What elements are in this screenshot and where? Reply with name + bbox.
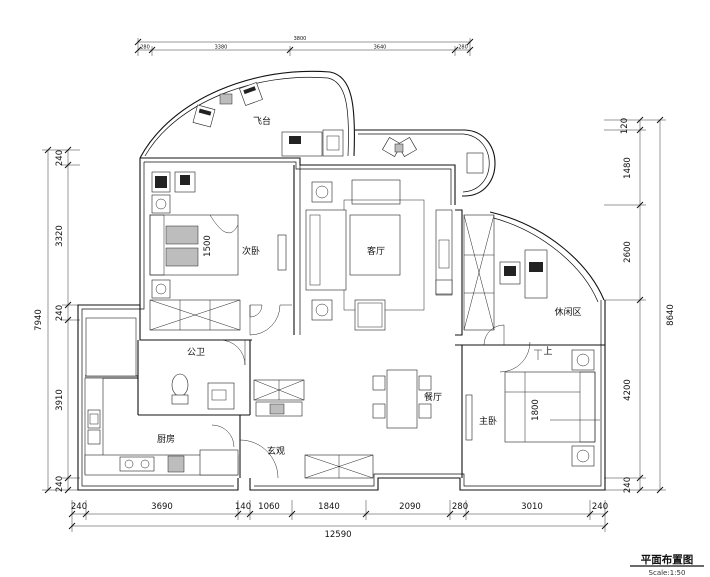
right-dimensions: 120 1480 2600 4200 240 8640 — [604, 116, 676, 494]
dim-left-4: 3910 — [55, 389, 65, 411]
tv-cabinet-living — [435, 209, 453, 296]
master-bedroom — [465, 341, 600, 467]
top-dimensions: 3800 280 3380 3640 280 — [134, 36, 474, 56]
dim-top-seg4: 280 — [458, 45, 468, 51]
dim-right-3: 2600 — [623, 241, 633, 263]
dim-bottom-5: 1840 — [318, 502, 340, 512]
dim-top-seg1: 280 — [140, 45, 150, 51]
bed-size-master: 1800 — [531, 399, 541, 421]
balcony-sink — [281, 131, 323, 157]
desk — [524, 249, 548, 299]
dim-left-2: 3320 — [55, 225, 65, 247]
room-label-living-room: 客厅 — [367, 245, 385, 257]
kitchen — [84, 377, 239, 476]
room-label-kitchen: 厨房 — [157, 433, 175, 445]
dim-bottom-9: 240 — [592, 502, 608, 512]
balcony-furniture — [192, 82, 484, 174]
dim-bottom-2: 3690 — [151, 502, 173, 512]
tv-cabinet-secondary — [277, 234, 287, 271]
bottom-dimensions: 240 3690 140 1060 1840 2090 280 3010 240… — [68, 500, 609, 540]
sofa — [305, 209, 347, 291]
dim-bottom-4: 1060 — [258, 502, 280, 512]
balcony-walls — [139, 70, 605, 303]
dining-table — [386, 369, 418, 429]
living-room — [305, 179, 453, 331]
dim-right-5: 240 — [623, 477, 633, 493]
drawing-scale: Scale:1:50 — [649, 569, 686, 577]
dim-bottom-1: 240 — [71, 502, 87, 512]
drawing-title: 平面布置图 — [641, 553, 694, 566]
room-label-secondary-bedroom: 次卧 — [242, 245, 260, 257]
room-labels: 飞台 次卧 客厅 休闲区 公卫 厨房 玄观 餐厅 主卧 1500 1800 上 — [157, 115, 582, 457]
dining-entrance — [239, 349, 542, 479]
room-label-public-bath: 公卫 — [187, 347, 205, 358]
room-label-entrance: 玄观 — [267, 445, 285, 457]
public-bath — [85, 317, 246, 410]
left-dimensions: 7940 240 3320 240 3910 240 — [34, 146, 80, 494]
dim-bottom-total: 12590 — [324, 530, 351, 540]
stair-up-mark: 上 — [543, 346, 552, 357]
dim-left-3: 240 — [55, 305, 65, 321]
room-label-balcony: 飞台 — [253, 115, 271, 127]
bed-master — [504, 371, 596, 443]
bed-size-secondary: 1500 — [203, 235, 213, 257]
room-label-leisure-area: 休闲区 — [554, 306, 581, 318]
dim-right-4: 4200 — [623, 379, 633, 401]
dim-left-total: 7940 — [34, 309, 44, 331]
main-walls — [77, 157, 606, 491]
dim-right-total: 8640 — [666, 304, 676, 326]
coffee-table — [349, 214, 401, 276]
dim-top-seg3: 3640 — [374, 45, 387, 51]
dim-bottom-8: 3010 — [521, 502, 543, 512]
dim-bottom-7: 280 — [452, 502, 468, 512]
secondary-bedroom — [149, 171, 292, 336]
title-block: 平面布置图 Scale:1:50 — [630, 553, 704, 577]
dim-bottom-6: 2090 — [399, 502, 421, 512]
dim-top-seg2: 3380 — [215, 45, 228, 51]
leisure-area — [463, 214, 548, 346]
dim-top-overall: 3800 — [294, 36, 307, 42]
dim-left-1: 240 — [55, 150, 65, 166]
dim-right-1: 120 — [620, 118, 630, 134]
dim-bottom-3: 140 — [235, 502, 251, 512]
dim-left-5: 240 — [55, 476, 65, 492]
room-label-master-bedroom: 主卧 — [479, 415, 497, 427]
dim-right-2: 1480 — [623, 157, 633, 179]
room-label-dining-room: 餐厅 — [424, 391, 442, 403]
